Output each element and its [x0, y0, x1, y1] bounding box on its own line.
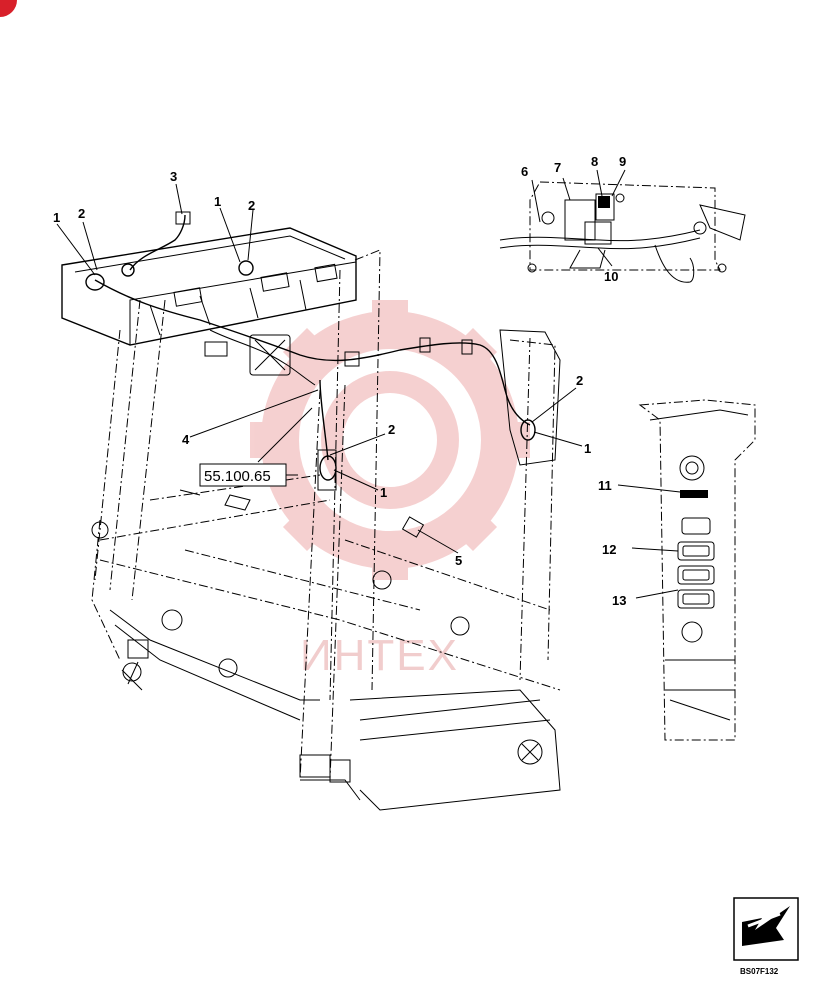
figure-code: BS07F132 [740, 967, 779, 976]
callout-1-right: 1 [584, 441, 591, 456]
callout-11: 11 [598, 478, 612, 493]
callout-13: 13 [612, 593, 626, 608]
callout-10: 10 [604, 269, 618, 284]
callout-4: 4 [182, 432, 190, 447]
callout-1-top-left: 1 [53, 210, 60, 225]
corner-mark [0, 0, 17, 17]
reference-code: 55.100.65 [204, 468, 271, 485]
main-frame-assembly [61, 211, 561, 811]
callout-8: 8 [591, 154, 598, 169]
orientation-arrow-box [733, 897, 799, 961]
callout-2-right: 2 [576, 373, 583, 388]
inset-top-right [499, 181, 746, 283]
callout-3: 3 [170, 169, 177, 184]
callout-1-top-mid: 1 [214, 194, 221, 209]
callout-2-top-mid: 2 [248, 198, 255, 213]
callout-1-center: 1 [380, 485, 387, 500]
inset-right-panel [638, 399, 756, 741]
watermark-logo [250, 300, 530, 580]
callout-2-top-left: 2 [78, 206, 85, 221]
callout-2-center: 2 [388, 422, 395, 437]
callout-7: 7 [554, 160, 561, 175]
watermark-text: ИНТЕХ [300, 631, 459, 680]
callout-9: 9 [619, 154, 626, 169]
callout-6: 6 [521, 164, 528, 179]
callout-12: 12 [602, 542, 616, 557]
callout-5: 5 [455, 553, 462, 568]
leader-lines [56, 169, 681, 599]
